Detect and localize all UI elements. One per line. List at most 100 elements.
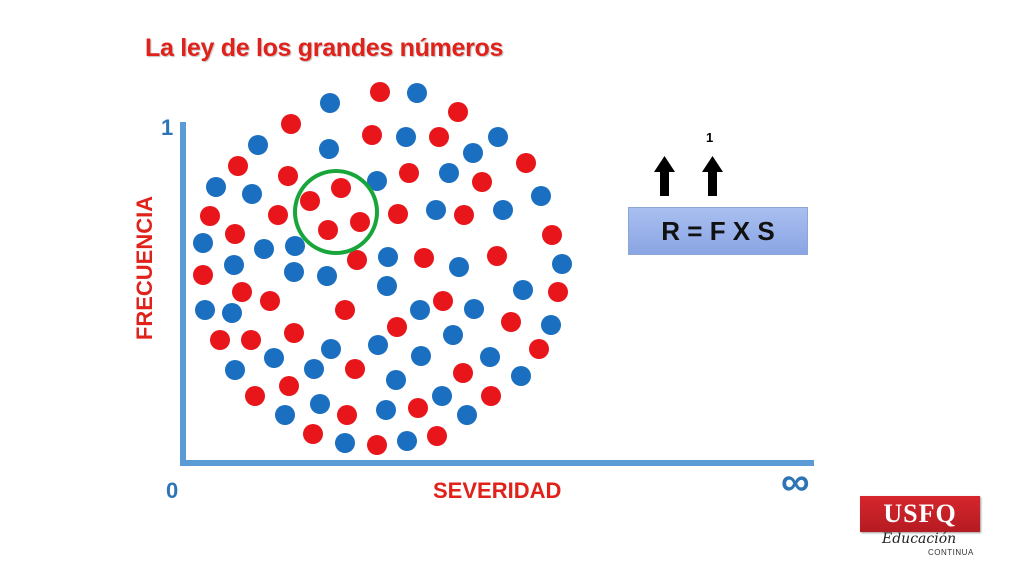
red-dot (281, 114, 301, 134)
red-dot (345, 359, 365, 379)
blue-dot (195, 300, 215, 320)
red-dot (268, 205, 288, 225)
blue-dot (368, 335, 388, 355)
logo-subtitle: Educación (882, 531, 957, 547)
blue-dot (285, 236, 305, 256)
red-dot (232, 282, 252, 302)
red-dot (245, 386, 265, 406)
red-dot (429, 127, 449, 147)
red-dot (367, 435, 387, 455)
blue-dot (225, 360, 245, 380)
red-dot (200, 206, 220, 226)
red-dot (303, 424, 323, 444)
red-dot (472, 172, 492, 192)
red-dot (548, 282, 568, 302)
blue-dot (463, 143, 483, 163)
logo-subtitle-small: CONTINUA (928, 548, 974, 557)
red-dot (335, 300, 355, 320)
blue-dot (410, 300, 430, 320)
blue-dot (407, 83, 427, 103)
red-dot (370, 82, 390, 102)
red-dot (487, 246, 507, 266)
blue-dot (511, 366, 531, 386)
blue-dot (193, 233, 213, 253)
blue-dot (367, 171, 387, 191)
red-dot (481, 386, 501, 406)
blue-dot (439, 163, 459, 183)
blue-dot (378, 247, 398, 267)
red-dot (448, 102, 468, 122)
usfq-logo: USFQ Educación CONTINUA (860, 496, 980, 558)
up-arrow-icon (654, 156, 675, 196)
blue-dot (396, 127, 416, 147)
red-dot (193, 265, 213, 285)
blue-dot (552, 254, 572, 274)
red-dot (350, 212, 370, 232)
red-dot (337, 405, 357, 425)
blue-dot (541, 315, 561, 335)
blue-dot (320, 93, 340, 113)
blue-dot (310, 394, 330, 414)
formula-box: R = F X S (628, 207, 808, 255)
red-dot (260, 291, 280, 311)
blue-dot (443, 325, 463, 345)
red-dot (453, 363, 473, 383)
blue-dot (319, 139, 339, 159)
x-axis-line (180, 460, 814, 466)
blue-dot (335, 433, 355, 453)
blue-dot (464, 299, 484, 319)
red-dot (387, 317, 407, 337)
blue-dot (254, 239, 274, 259)
y-axis-line (180, 122, 186, 466)
arrow-note: 1 (706, 130, 714, 145)
blue-dot (432, 386, 452, 406)
blue-dot (222, 303, 242, 323)
red-dot (427, 426, 447, 446)
blue-dot (377, 276, 397, 296)
blue-dot (275, 405, 295, 425)
blue-dot (513, 280, 533, 300)
blue-dot (224, 255, 244, 275)
blue-dot (284, 262, 304, 282)
blue-dot (531, 186, 551, 206)
blue-dot (248, 135, 268, 155)
red-dot (347, 250, 367, 270)
dot-layer (193, 82, 572, 455)
blue-dot (493, 200, 513, 220)
x-axis-label: SEVERIDAD (433, 478, 562, 503)
blue-dot (449, 257, 469, 277)
blue-dot (304, 359, 324, 379)
red-dot (516, 153, 536, 173)
blue-dot (488, 127, 508, 147)
blue-dot (242, 184, 262, 204)
red-dot (399, 163, 419, 183)
blue-dot (264, 348, 284, 368)
red-dot (529, 339, 549, 359)
red-dot (278, 166, 298, 186)
y-axis-max-tick: 1 (161, 115, 174, 140)
red-dot (284, 323, 304, 343)
red-dot (454, 205, 474, 225)
blue-dot (206, 177, 226, 197)
logo-box: USFQ (860, 496, 980, 532)
red-dot (388, 204, 408, 224)
red-dot (414, 248, 434, 268)
red-dot (300, 191, 320, 211)
red-dot (433, 291, 453, 311)
blue-dot (457, 405, 477, 425)
red-dot (318, 220, 338, 240)
blue-dot (321, 339, 341, 359)
blue-dot (397, 431, 417, 451)
blue-dot (386, 370, 406, 390)
slide-title: La ley de los grandes números (145, 34, 504, 62)
red-dot (501, 312, 521, 332)
red-dot (408, 398, 428, 418)
logo-text: USFQ (883, 499, 957, 528)
highlight-circle (293, 169, 379, 255)
red-dot (210, 330, 230, 350)
blue-dot (411, 346, 431, 366)
blue-dot (317, 266, 337, 286)
blue-dot (376, 400, 396, 420)
red-dot (225, 224, 245, 244)
